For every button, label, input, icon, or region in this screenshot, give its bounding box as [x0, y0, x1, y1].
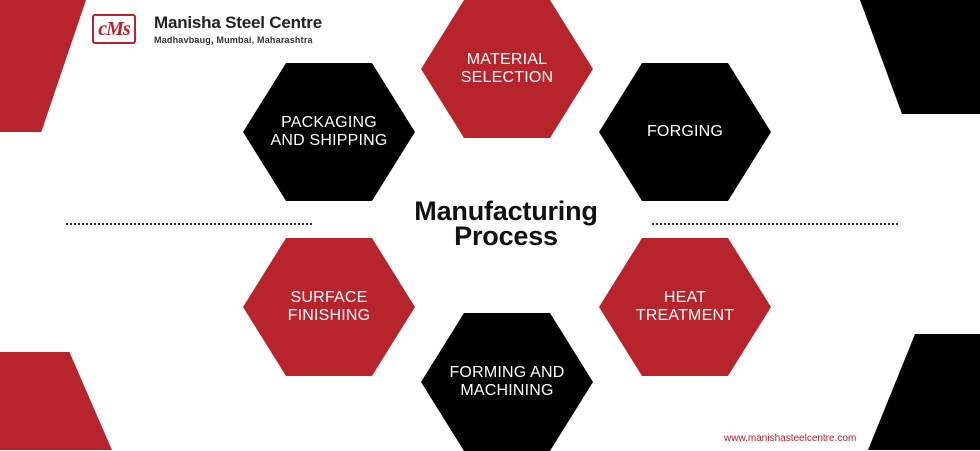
step-forging: FORGING: [599, 63, 771, 201]
step-material-selection: MATERIAL SELECTION: [421, 0, 593, 138]
step-label: MATERIAL SELECTION: [460, 51, 554, 86]
step-heat-treatment: HEAT TREATMENT: [599, 238, 771, 376]
company-name: Manisha Steel Centre: [154, 13, 322, 32]
brand-header: cMs Manisha Steel Centre Madhavbaug, Mum…: [92, 13, 322, 45]
corner-decoration-top-right: [860, 0, 980, 114]
divider-left: [66, 223, 312, 225]
corner-decoration-top-left: [0, 0, 86, 132]
company-logo: cMs: [92, 14, 136, 44]
corner-decoration-bottom-right: [868, 334, 980, 450]
step-label: HEAT TREATMENT: [635, 289, 735, 324]
company-address: Madhavbaug, Mumbai, Maharashtra: [154, 35, 313, 45]
divider-right: [652, 223, 898, 225]
step-label: SURFACE FINISHING: [287, 289, 371, 324]
corner-decoration-bottom-left: [0, 352, 112, 450]
brand-text: Manisha Steel Centre Madhavbaug, Mumbai,…: [154, 13, 322, 45]
diagram-title: Manufacturing Process: [414, 196, 598, 251]
website-url[interactable]: www.manishasteelcentre.com: [724, 433, 857, 444]
step-label: FORMING AND MACHINING: [449, 364, 565, 399]
step-packaging-and-shipping: PACKAGING AND SHIPPING: [243, 63, 415, 201]
step-surface-finishing: SURFACE FINISHING: [243, 238, 415, 376]
step-forming-and-machining: FORMING AND MACHINING: [421, 313, 593, 451]
step-label: PACKAGING AND SHIPPING: [270, 114, 388, 149]
step-label: FORGING: [646, 123, 724, 140]
